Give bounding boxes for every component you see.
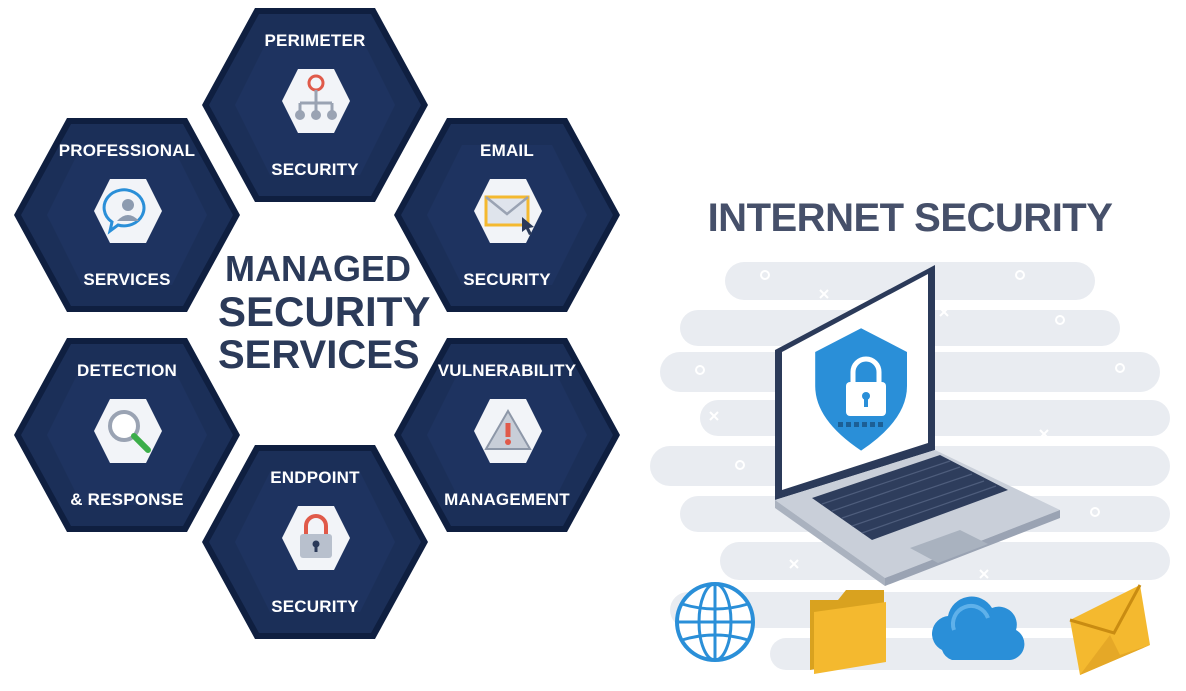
hex-professional-services: PROFESSIONAL SERVICES xyxy=(12,115,242,315)
managed-security-services-title: MANAGED SECURITY SERVICES xyxy=(218,248,431,378)
shield-lock-icon xyxy=(815,328,907,451)
hex-bottom-label: SECURITY xyxy=(271,160,359,179)
hex-top-label: PROFESSIONAL xyxy=(58,141,196,160)
hex-top-label: ENDPOINT xyxy=(270,468,360,487)
cloud-icon xyxy=(932,596,1025,660)
hex-top-label: EMAIL xyxy=(480,141,534,160)
hex-bottom-label: SERVICES xyxy=(83,270,171,289)
hex-bottom-label: SECURITY xyxy=(463,270,551,289)
hex-bottom-label: & RESPONSE xyxy=(70,490,184,509)
folder-icon xyxy=(810,590,886,674)
hex-perimeter-security: PERIMETER SECURITY xyxy=(200,5,430,205)
hex-top-label: PERIMETER xyxy=(264,31,366,50)
hex-endpoint-security: ENDPOINT SECURITY xyxy=(200,442,430,642)
title-line-1: MANAGED xyxy=(225,248,411,289)
internet-security-title: INTERNET SECURITY xyxy=(707,196,1113,240)
hex-detection-response: DETECTION & RESPONSE xyxy=(12,335,242,535)
warning-triangle-icon xyxy=(474,399,542,463)
hex-email-security: EMAIL SECURITY xyxy=(392,115,622,315)
padlock-icon xyxy=(282,506,350,570)
hex-top-label: DETECTION xyxy=(76,361,178,380)
hex-vulnerability-management: VULNERABILITY MANAGEMENT xyxy=(392,335,622,535)
chat-user-icon xyxy=(94,179,162,243)
title-line-3: SERVICES xyxy=(218,333,420,378)
hex-top-label: VULNERABILITY xyxy=(437,361,577,380)
internet-security-illustration xyxy=(650,262,1170,675)
mail-icon xyxy=(1069,584,1150,675)
laptop-icon xyxy=(775,265,1060,586)
globe-icon xyxy=(675,582,755,662)
hex-bottom-label: SECURITY xyxy=(271,597,359,616)
title-line-2: SECURITY xyxy=(218,287,431,335)
hex-bottom-label: MANAGEMENT xyxy=(444,490,570,509)
envelope-cursor-icon xyxy=(474,179,542,243)
network-hierarchy-icon xyxy=(282,69,350,133)
magnifier-icon xyxy=(94,399,162,463)
